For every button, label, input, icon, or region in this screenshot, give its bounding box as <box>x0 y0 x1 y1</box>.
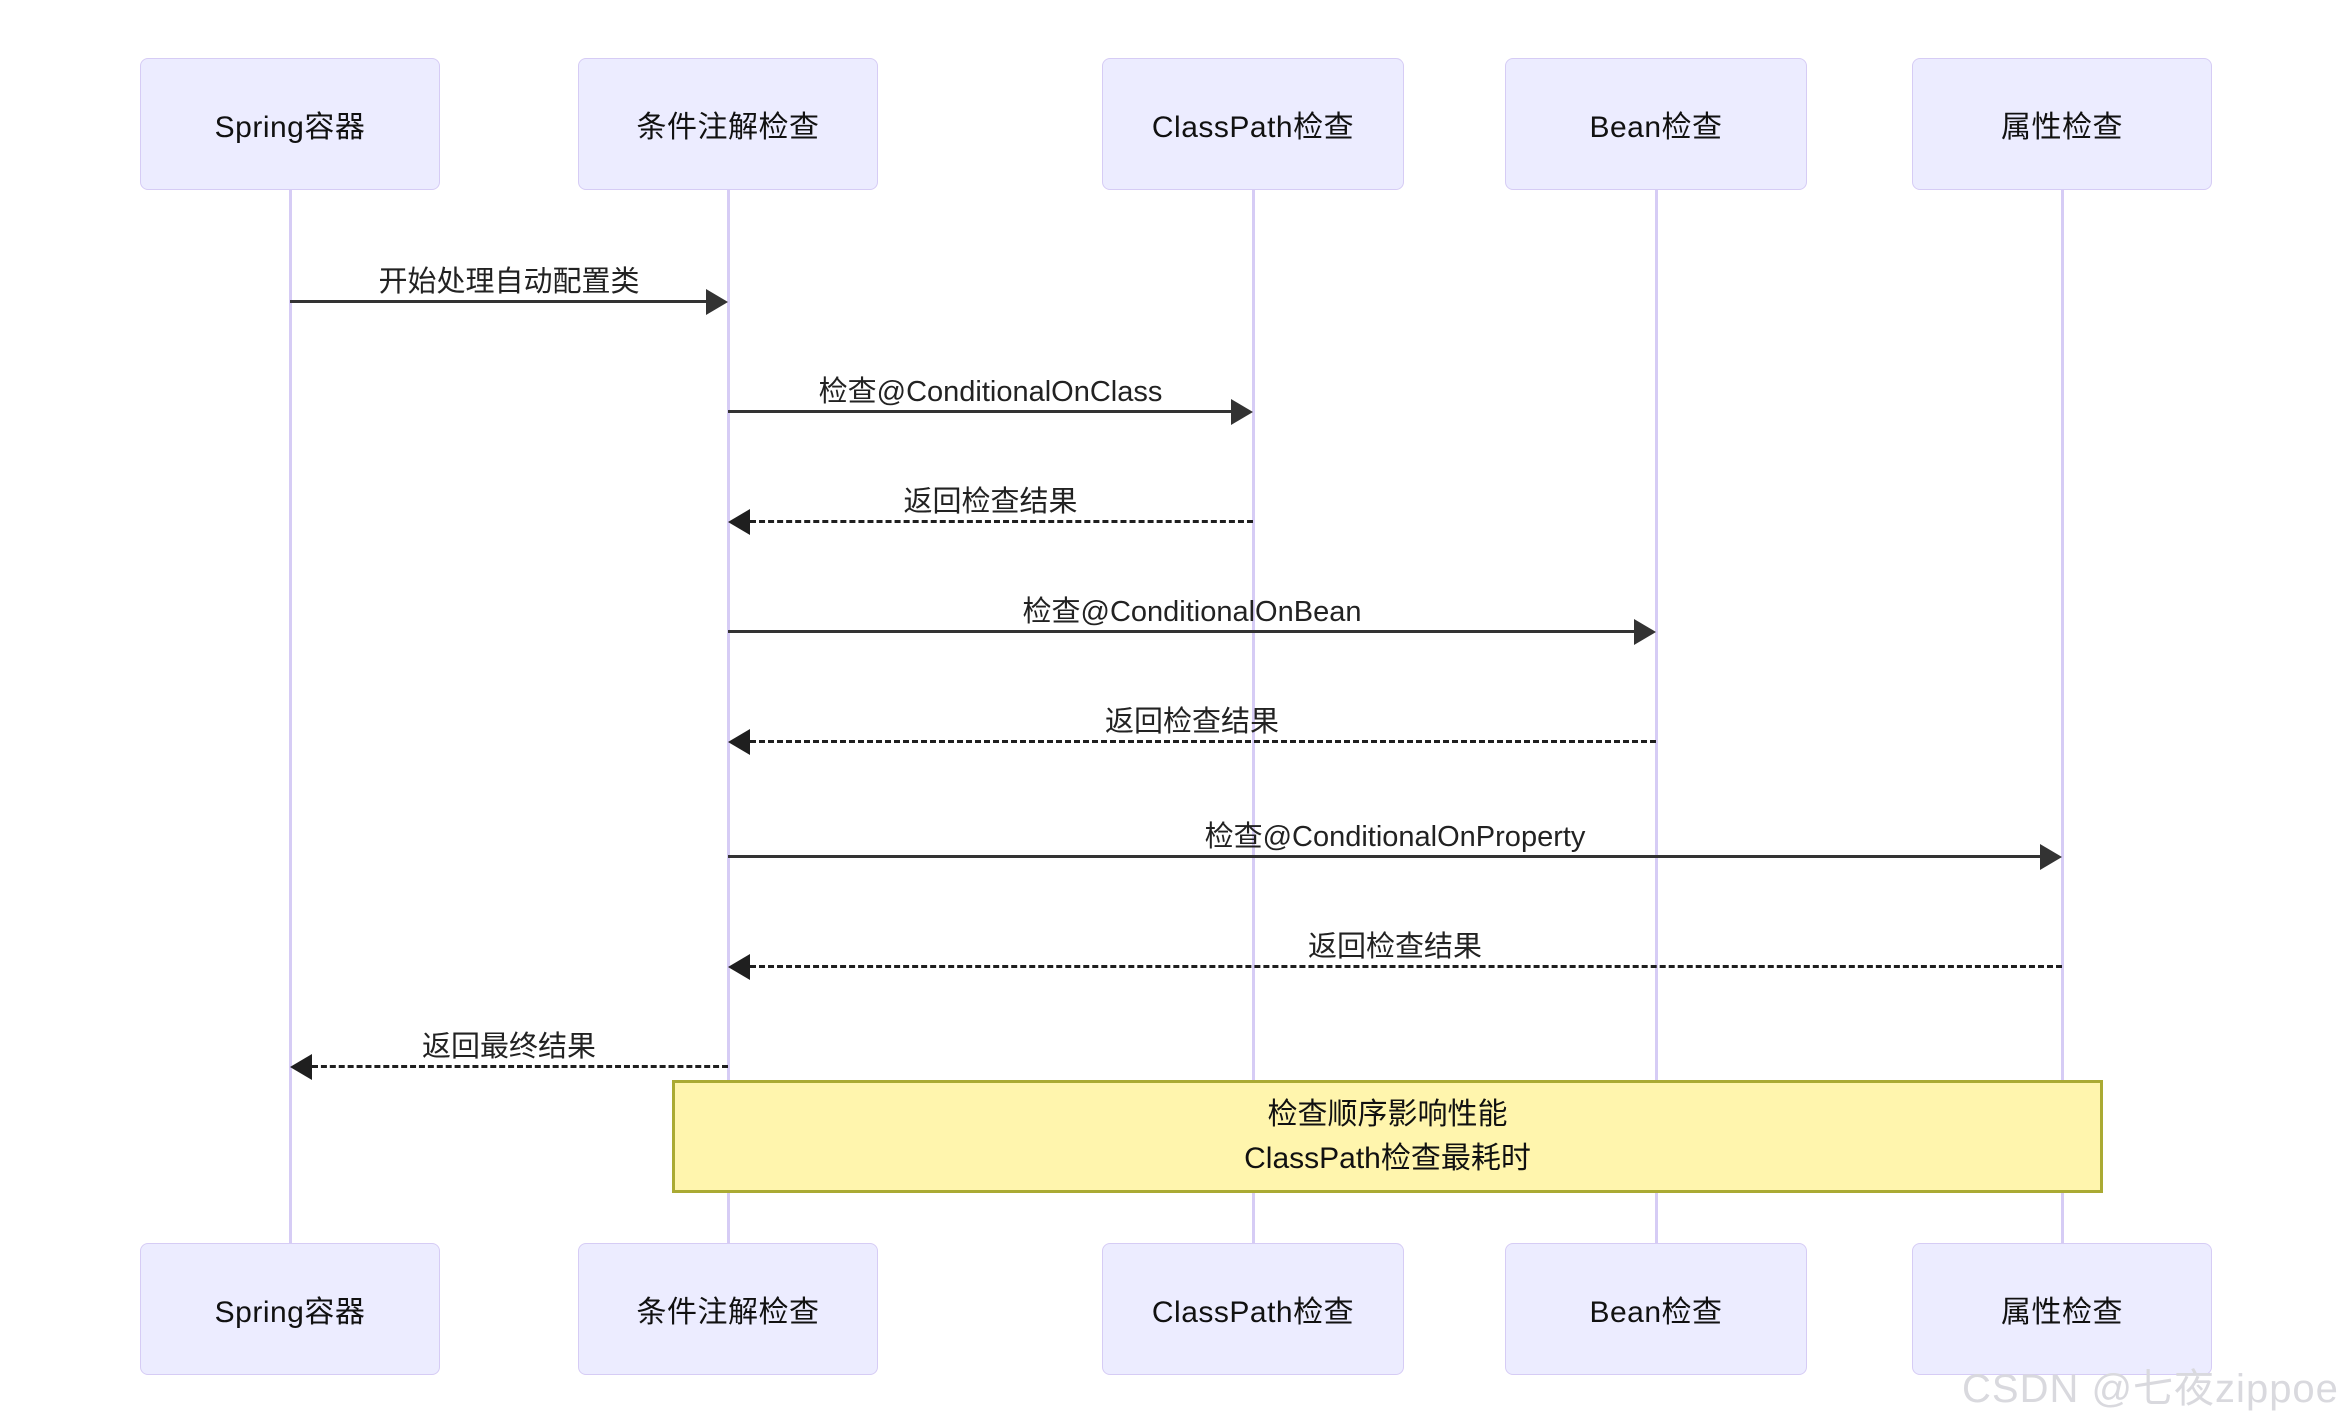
message-line-0 <box>290 300 706 303</box>
arrow-head-1 <box>1231 399 1253 425</box>
participant-label: Spring容器 <box>214 111 366 144</box>
note-line-0: 检查顺序影响性能 <box>1267 1098 1508 1131</box>
participant-label: Bean检查 <box>1589 1296 1723 1329</box>
participant-label: 属性检查 <box>2001 111 2123 144</box>
message-label-1: 检查@ConditionalOnClass <box>818 376 1163 408</box>
lifeline-classpath <box>1252 190 1255 1243</box>
lifeline-spring <box>289 190 292 1243</box>
lifeline-bean <box>1655 190 1658 1243</box>
arrow-head-5 <box>2040 844 2062 870</box>
participant-condition-top[interactable]: 条件注解检查 <box>578 58 878 190</box>
message-line-7 <box>312 1065 728 1068</box>
message-label-4: 返回检查结果 <box>1104 706 1280 738</box>
message-line-6 <box>750 965 2062 968</box>
message-label-0: 开始处理自动配置类 <box>378 266 640 298</box>
participant-label: 属性检查 <box>2001 1296 2123 1329</box>
message-label-6: 返回检查结果 <box>1307 931 1483 963</box>
message-line-3 <box>728 630 1634 633</box>
participant-label: ClassPath检查 <box>1151 111 1355 144</box>
participant-spring-bottom[interactable]: Spring容器 <box>140 1243 440 1375</box>
participant-classpath-bottom[interactable]: ClassPath检查 <box>1102 1243 1404 1375</box>
participant-property-top[interactable]: 属性检查 <box>1912 58 2212 190</box>
participant-label: ClassPath检查 <box>1151 1296 1355 1329</box>
participant-bean-top[interactable]: Bean检查 <box>1505 58 1807 190</box>
participant-classpath-top[interactable]: ClassPath检查 <box>1102 58 1404 190</box>
participant-property-bottom[interactable]: 属性检查 <box>1912 1243 2212 1375</box>
message-label-2: 返回检查结果 <box>903 486 1078 518</box>
watermark: CSDN @七夜zippoe <box>1962 1367 2339 1411</box>
lifeline-property <box>2061 190 2064 1243</box>
arrow-head-7 <box>290 1054 312 1080</box>
message-label-7: 返回最终结果 <box>421 1031 597 1063</box>
participant-label: Spring容器 <box>214 1296 366 1329</box>
note-line-1: ClassPath检查最耗时 <box>1244 1141 1531 1175</box>
arrow-head-2 <box>728 509 750 535</box>
arrow-head-3 <box>1634 619 1656 645</box>
participant-label: 条件注解检查 <box>636 111 820 144</box>
message-line-1 <box>728 410 1231 413</box>
message-line-4 <box>750 740 1656 743</box>
message-label-5: 检查@ConditionalOnProperty <box>1204 821 1586 853</box>
message-line-5 <box>728 855 2040 858</box>
note-box: 检查顺序影响性能 ClassPath检查最耗时 <box>672 1080 2103 1193</box>
message-label-3: 检查@ConditionalOnBean <box>1022 596 1362 628</box>
participant-label: 条件注解检查 <box>636 1296 820 1329</box>
message-line-2 <box>750 520 1253 523</box>
lifeline-condition <box>727 190 730 1243</box>
arrow-head-6 <box>728 954 750 980</box>
participant-bean-bottom[interactable]: Bean检查 <box>1505 1243 1807 1375</box>
participant-condition-bottom[interactable]: 条件注解检查 <box>578 1243 878 1375</box>
participant-spring-top[interactable]: Spring容器 <box>140 58 440 190</box>
participant-label: Bean检查 <box>1589 111 1723 144</box>
arrow-head-0 <box>706 289 728 315</box>
arrow-head-4 <box>728 729 750 755</box>
